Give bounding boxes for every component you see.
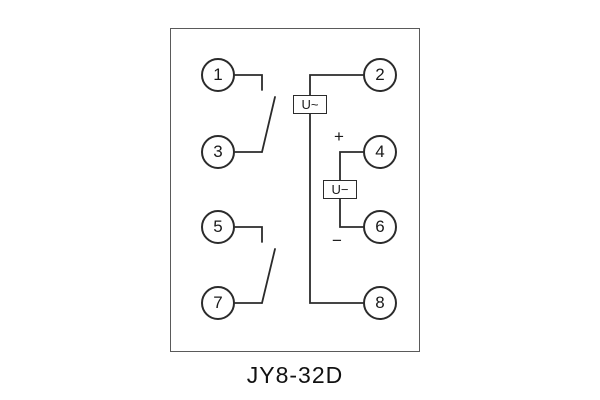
terminal-circle-4: 4 (363, 135, 397, 169)
model-caption: JY8-32D (246, 362, 344, 388)
dc-voltage-box: U− (323, 180, 357, 199)
diagram-border (170, 28, 420, 352)
ac-voltage-box: U~ (293, 95, 327, 114)
terminal-circle-5: 5 (201, 210, 235, 244)
terminal-circle-1: 1 (201, 58, 235, 92)
terminal-circle-7: 7 (201, 286, 235, 320)
plus-polarity-label: + (334, 127, 344, 146)
minus-polarity-label: − (332, 231, 342, 250)
terminal-circle-2: 2 (363, 58, 397, 92)
terminal-circle-6: 6 (363, 210, 397, 244)
terminal-circle-3: 3 (201, 135, 235, 169)
terminal-circle-8: 8 (363, 286, 397, 320)
